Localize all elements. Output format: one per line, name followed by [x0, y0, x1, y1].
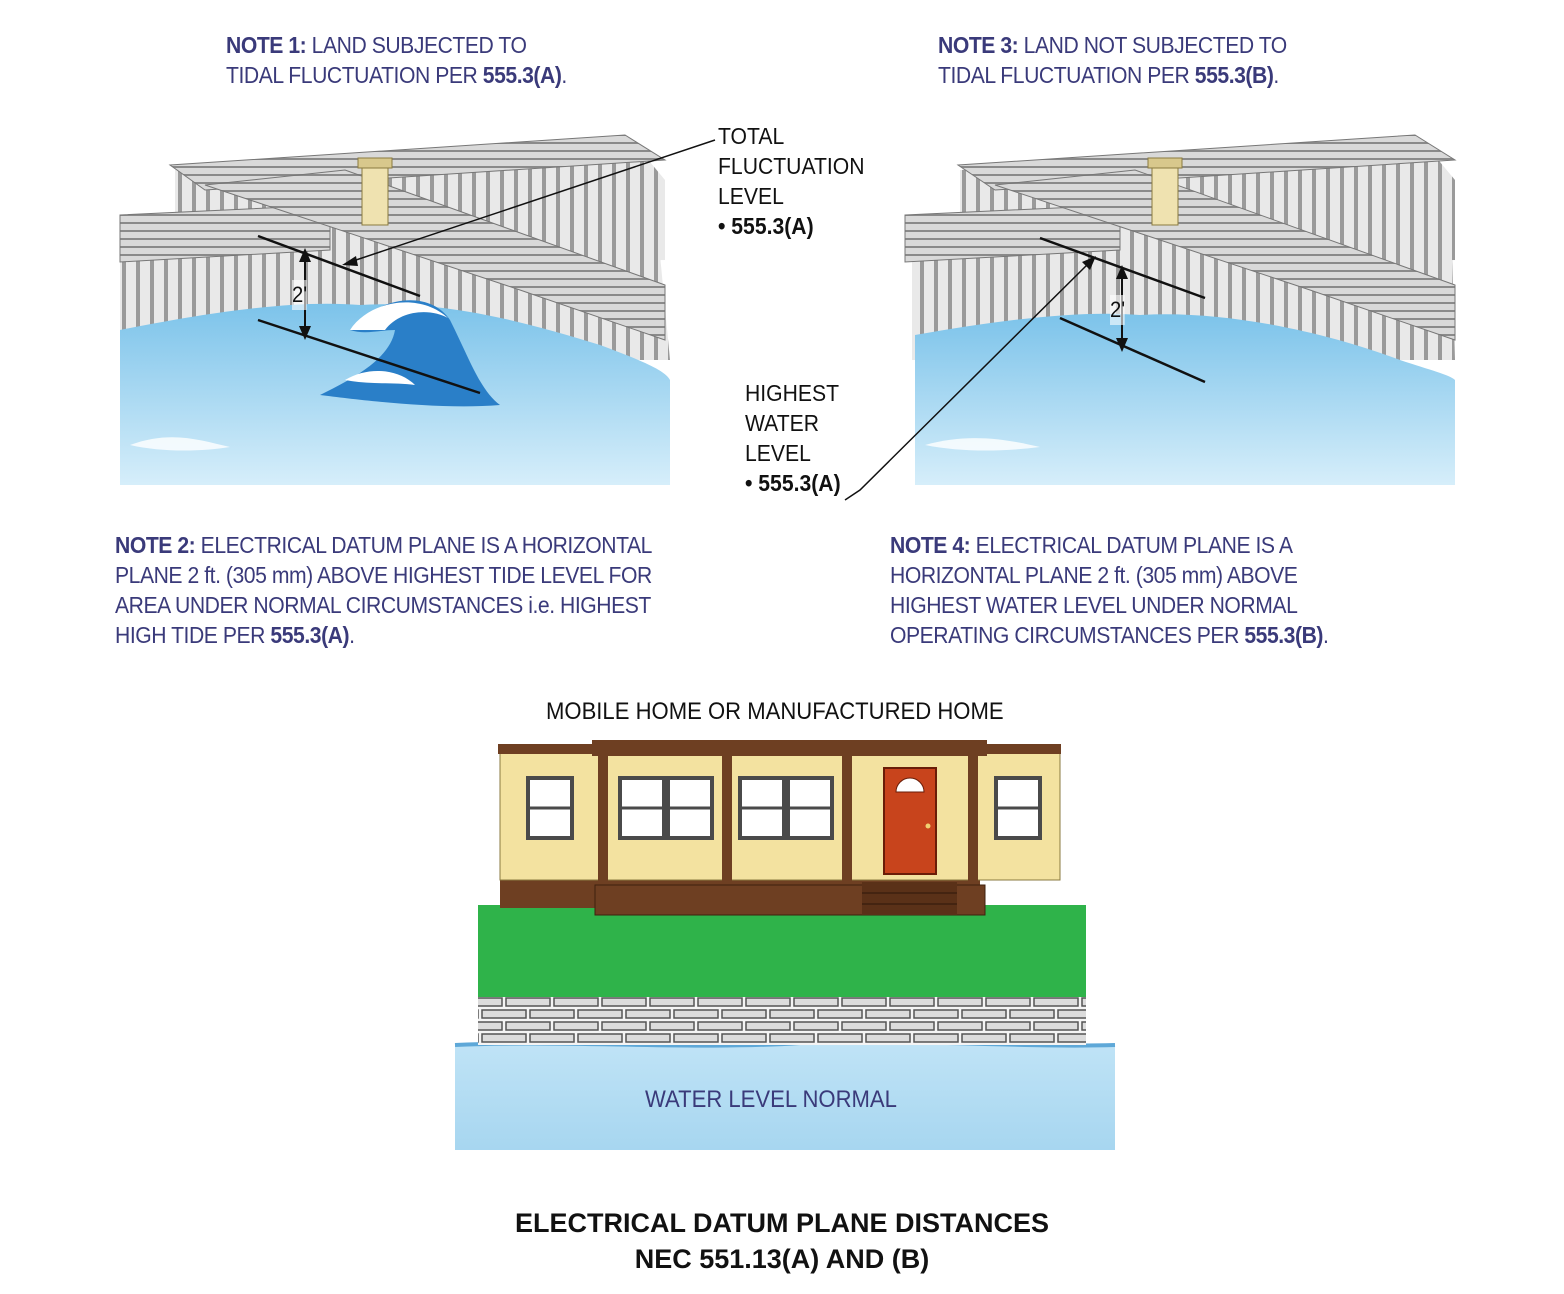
note-1: NOTE 1: LAND SUBJECTED TO TIDAL FLUCTUAT… [226, 30, 567, 90]
note-4-suffix: . [1322, 622, 1329, 648]
left-deck [119, 204, 331, 263]
note-4: NOTE 4: ELECTRICAL DATUM PLANE IS A HORI… [890, 530, 1329, 650]
note-4-line3: HIGHEST WATER LEVEL UNDER NORMAL [890, 592, 1298, 618]
note-1-suffix: . [561, 62, 567, 88]
datum-line-bottom-right [1059, 316, 1206, 384]
callout-highest-water: HIGHEST WATER LEVEL • 555.3(A) [745, 378, 841, 498]
note-3: NOTE 3: LAND NOT SUBJECTED TO TIDAL FLUC… [938, 30, 1287, 90]
callout-highest-ref: • 555.3(A) [745, 470, 841, 496]
chimney [361, 164, 389, 226]
note-2-line1: ELECTRICAL DATUM PLANE IS A HORIZONTAL [200, 532, 653, 558]
normal-water [455, 1045, 1115, 1150]
callout-total-ref: • 555.3(A) [718, 213, 814, 239]
brick-seawall [478, 995, 1086, 1045]
porch-post [598, 756, 608, 884]
note-2: NOTE 2: ELECTRICAL DATUM PLANE IS A HORI… [115, 530, 652, 650]
callout-leader-highest [844, 261, 1091, 501]
tidal-scene [119, 134, 716, 485]
note-4-prefix: NOTE 4: [890, 532, 971, 558]
note-2-line2: PLANE 2 ft. (305 mm) ABOVE HIGHEST TIDE … [115, 562, 652, 588]
note-2-ref: 555.3(A) [270, 622, 350, 648]
note-2-suffix: . [349, 622, 355, 648]
figure-title-line1: ELECTRICAL DATUM PLANE DISTANCES [514, 1208, 1049, 1238]
callout-total-line2: FLUCTUATION [718, 153, 865, 179]
wave-crest [350, 302, 448, 330]
figure-title-line2: NEC 551.13(A) AND (B) [634, 1244, 930, 1274]
callout-highest-line2: WATER [745, 410, 820, 436]
callout-highest-line3: LEVEL [745, 440, 811, 466]
note-3-text2: TIDAL FLUCTUATION PER [938, 62, 1195, 88]
dimension-label-left: 2' [292, 280, 308, 310]
note-1-prefix: NOTE 1: [226, 32, 307, 58]
note-4-line4: OPERATING CIRCUMSTANCES PER [890, 622, 1245, 648]
note-4-line1: ELECTRICAL DATUM PLANE IS A [975, 532, 1293, 558]
note-2-line3: AREA UNDER NORMAL CIRCUMSTANCES i.e. HIG… [115, 592, 651, 618]
note-3-suffix: . [1273, 62, 1279, 88]
datum-line-top [257, 234, 421, 298]
callout-total-line1: TOTAL [718, 123, 785, 149]
note-2-prefix: NOTE 2: [115, 532, 196, 558]
non-tidal-scene [844, 134, 1457, 501]
datum-line-bottom [257, 318, 481, 395]
note-1-text2: TIDAL FLUCTUATION PER [226, 62, 483, 88]
note-3-text: LAND NOT SUBJECTED TO [1023, 32, 1288, 58]
callout-total-line3: LEVEL [718, 183, 784, 209]
callout-total-fluctuation: TOTAL FLUCTUATION LEVEL • 555.3(A) [718, 121, 865, 241]
note-1-ref: 555.3(A) [482, 62, 562, 88]
note-1-text: LAND SUBJECTED TO [311, 32, 527, 58]
note-2-line4: HIGH TIDE PER [115, 622, 271, 648]
mobile-home-scene [454, 740, 1116, 1150]
grass-lawn [478, 905, 1086, 997]
water-level-label: WATER LEVEL NORMAL [645, 1086, 897, 1113]
note-3-ref: 555.3(B) [1194, 62, 1274, 88]
home-label: MOBILE HOME OR MANUFACTURED HOME [546, 698, 1004, 725]
dimension-label-right: 2' [1110, 295, 1126, 325]
note-4-ref: 555.3(B) [1244, 622, 1323, 648]
porch-steps [862, 882, 957, 915]
chimney-right [1151, 164, 1179, 226]
calm-water [915, 313, 1455, 485]
note-4-line2: HORIZONTAL PLANE 2 ft. (305 mm) ABOVE [890, 562, 1298, 588]
note-3-prefix: NOTE 3: [938, 32, 1019, 58]
pier-deck-right [994, 169, 1456, 341]
callout-highest-line1: HIGHEST [745, 380, 840, 406]
pier-deck [204, 169, 666, 341]
callout-leader-total [349, 139, 716, 263]
